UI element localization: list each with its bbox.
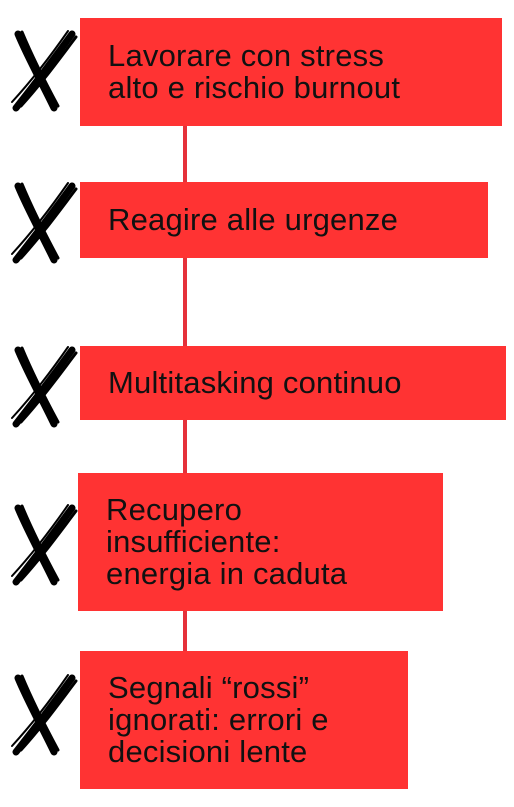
cross-mark-icon: [8, 28, 82, 112]
step-label: Reagire alle urgenze: [108, 202, 399, 237]
step-box: Recupero insufficiente: energia in cadut…: [78, 473, 443, 611]
cross-mark-icon: [8, 502, 82, 586]
cross-mark-icon: [8, 180, 82, 264]
step-box: Lavorare con stress alto e rischio burno…: [80, 18, 502, 126]
cross-mark-icon: [8, 344, 82, 428]
cross-mark-icon-graphic: [11, 182, 78, 264]
step-label: Multitasking continuo: [108, 365, 402, 400]
connector-line: [183, 420, 187, 474]
cross-mark-icon-graphic: [11, 674, 78, 756]
connector-line: [183, 610, 187, 652]
cross-mark-icon: [8, 672, 82, 756]
connector-line: [183, 125, 187, 183]
step-label: Segnali “rossi” ignorati: errori e decis…: [108, 670, 329, 769]
cross-mark-icon-graphic: [11, 346, 78, 428]
step-label: Lavorare con stress alto e rischio burno…: [108, 38, 401, 105]
connector-line: [183, 258, 187, 346]
step-box: Segnali “rossi” ignorati: errori e decis…: [80, 651, 408, 789]
step-label: Recupero insufficiente: energia in cadut…: [106, 492, 348, 591]
cross-mark-icon-graphic: [11, 30, 78, 112]
cross-mark-icon-graphic: [11, 504, 78, 586]
step-box: Multitasking continuo: [80, 346, 506, 420]
step-box: Reagire alle urgenze: [80, 182, 488, 258]
